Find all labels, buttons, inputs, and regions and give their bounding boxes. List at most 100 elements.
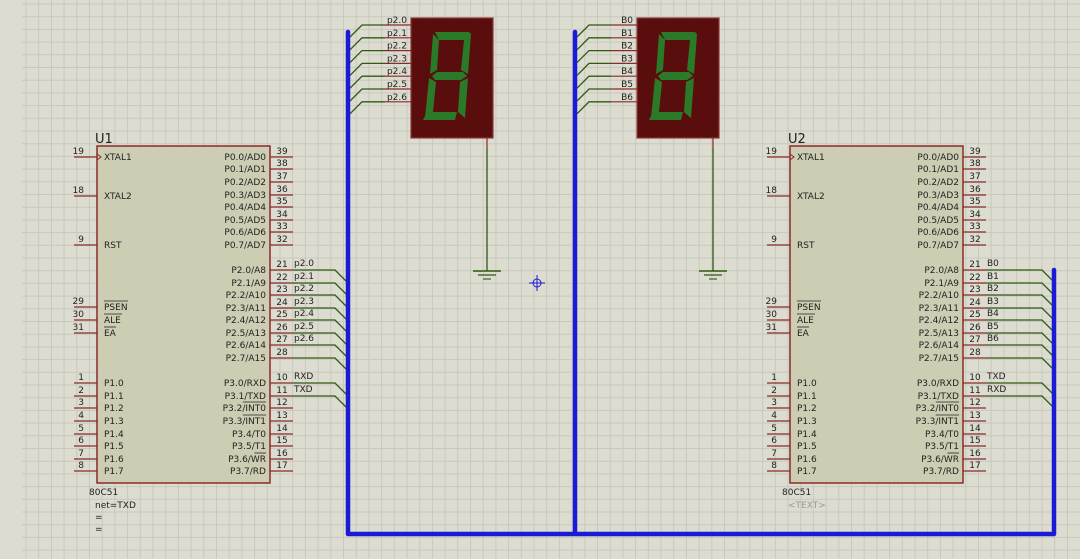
net-label: B2: [987, 284, 999, 294]
pin-number: 18: [766, 186, 778, 196]
chip-body[interactable]: [96, 145, 271, 484]
pin-number: 11: [969, 386, 980, 396]
bus-entry-wire[interactable]: [986, 307, 1055, 321]
bus-entry-wire[interactable]: [349, 37, 385, 51]
bus-entry-wire[interactable]: [349, 88, 385, 102]
pin-number: 34: [276, 210, 288, 220]
pin-name: P3.0/RXD: [224, 379, 266, 389]
bus-entry-wire[interactable]: [349, 62, 385, 76]
bus-entry-wire[interactable]: [293, 282, 348, 296]
chip-type-label: 80C51: [782, 488, 811, 498]
pin-name: P2.6/A14: [226, 341, 267, 351]
pin-name: P3.7/RD: [230, 467, 266, 477]
pin-number: 25: [276, 310, 287, 320]
pin-number: 2: [771, 386, 777, 396]
net-label: p2.4: [294, 309, 314, 319]
pin-number: 4: [78, 411, 84, 421]
bus-entry-wire[interactable]: [293, 319, 348, 333]
pin-number: 19: [73, 147, 85, 157]
pin-number: 11: [276, 386, 287, 396]
bus-entry-wire[interactable]: [576, 88, 611, 102]
bus-entry-wire[interactable]: [576, 24, 611, 38]
bus-entry-wire[interactable]: [349, 49, 385, 64]
bus-entry-wire[interactable]: [986, 282, 1055, 296]
chip-body[interactable]: [789, 145, 964, 484]
pin-number: 29: [73, 297, 85, 307]
pin-name: P3.1/TXD: [918, 392, 959, 402]
pin-number: 12: [276, 398, 287, 408]
pin-number: 22: [969, 273, 980, 283]
pin-number: 29: [766, 297, 778, 307]
pin-name: P0.2/AD2: [224, 178, 266, 188]
bus-entry-wire[interactable]: [576, 62, 611, 76]
pin-number: 24: [276, 298, 288, 308]
chip-u1[interactable]: U180C51net=TXD==19XTAL118XTAL29RST29PSEN…: [73, 132, 315, 535]
pin-number: 38: [276, 159, 288, 169]
pin-name: XTAL1: [104, 153, 132, 163]
net-label: B6: [987, 334, 999, 344]
bus-entry-wire[interactable]: [986, 344, 1055, 358]
pin-name: P2.2/A10: [226, 291, 267, 301]
bus-entry-wire[interactable]: [986, 395, 1055, 409]
display-pin-label: B0: [621, 16, 633, 26]
bus-entry-wire[interactable]: [293, 332, 348, 346]
bus-entry-wire[interactable]: [293, 357, 348, 371]
bus-entry-wire[interactable]: [349, 75, 385, 89]
pin-number: 16: [969, 449, 981, 459]
pin-name: P0.3/AD3: [224, 191, 266, 201]
pin-number: 13: [276, 411, 287, 421]
bus-entry-wire[interactable]: [576, 101, 611, 115]
pin-number: 33: [276, 222, 287, 232]
pin-number: 21: [276, 260, 287, 270]
chip-u2[interactable]: U280C51<TEXT>19XTAL118XTAL29RST29PSEN30A…: [766, 132, 1007, 511]
pin-name: P1.1: [797, 392, 817, 402]
chip-attr-text: =: [95, 513, 103, 523]
pin-name: P3.4/T0: [232, 430, 266, 440]
bus-entry-wire[interactable]: [293, 344, 348, 358]
pin-number: 31: [73, 323, 84, 333]
pin-name: P2.4/A12: [919, 316, 959, 326]
bus-line[interactable]: [345, 29, 1057, 537]
display-pin-label: p2.5: [387, 80, 407, 90]
pin-number: 2: [78, 386, 84, 396]
bus-entry-wire[interactable]: [986, 357, 1055, 371]
net-label: TXD: [986, 372, 1006, 382]
bus-entry-wire[interactable]: [986, 269, 1055, 283]
bus-entry-wire[interactable]: [293, 269, 348, 283]
pin-name: P3.4/T0: [925, 430, 959, 440]
display-pin-label: B4: [621, 67, 633, 77]
pin-number: 36: [276, 185, 288, 195]
bus-entry-wire[interactable]: [576, 75, 611, 89]
pin-number: 33: [969, 222, 980, 232]
pin-number: 4: [771, 411, 777, 421]
bus-entry-wire[interactable]: [293, 382, 348, 396]
seven-segment-display-1[interactable]: p2.0p2.1p2.2p2.3p2.4p2.5p2.6: [385, 16, 501, 280]
pin-name: P2.1/A9: [924, 279, 959, 289]
pin-name: P3.5/T1: [925, 442, 959, 452]
pin-name: P2.3/A11: [919, 304, 959, 314]
pin-name: P1.5: [104, 442, 124, 452]
pin-number: 21: [969, 260, 980, 270]
bus-entry-wire[interactable]: [986, 294, 1055, 308]
bus-entry-wire[interactable]: [986, 382, 1055, 396]
pin-name: P3.6/WR: [228, 455, 266, 465]
bus-entry-wire[interactable]: [293, 395, 348, 409]
bus-entry-wire[interactable]: [293, 294, 348, 308]
pin-number: 39: [276, 147, 288, 157]
bus-entry-wire[interactable]: [349, 101, 385, 115]
bus-entry-wire[interactable]: [293, 307, 348, 321]
pin-name: P2.0/A8: [231, 266, 266, 276]
pin-number: 12: [969, 398, 980, 408]
net-label: p2.5: [294, 322, 314, 332]
bus-entry-wire[interactable]: [576, 37, 611, 51]
pin-number: 10: [969, 373, 981, 383]
bus-entry-wire[interactable]: [576, 49, 611, 64]
bus-entry-wire[interactable]: [349, 24, 385, 38]
bus-entry-wire[interactable]: [986, 319, 1055, 333]
pin-name: RST: [104, 241, 122, 251]
pin-number: 27: [969, 335, 980, 345]
bus-entry-wire[interactable]: [986, 332, 1055, 346]
pin-number: 7: [771, 449, 777, 459]
